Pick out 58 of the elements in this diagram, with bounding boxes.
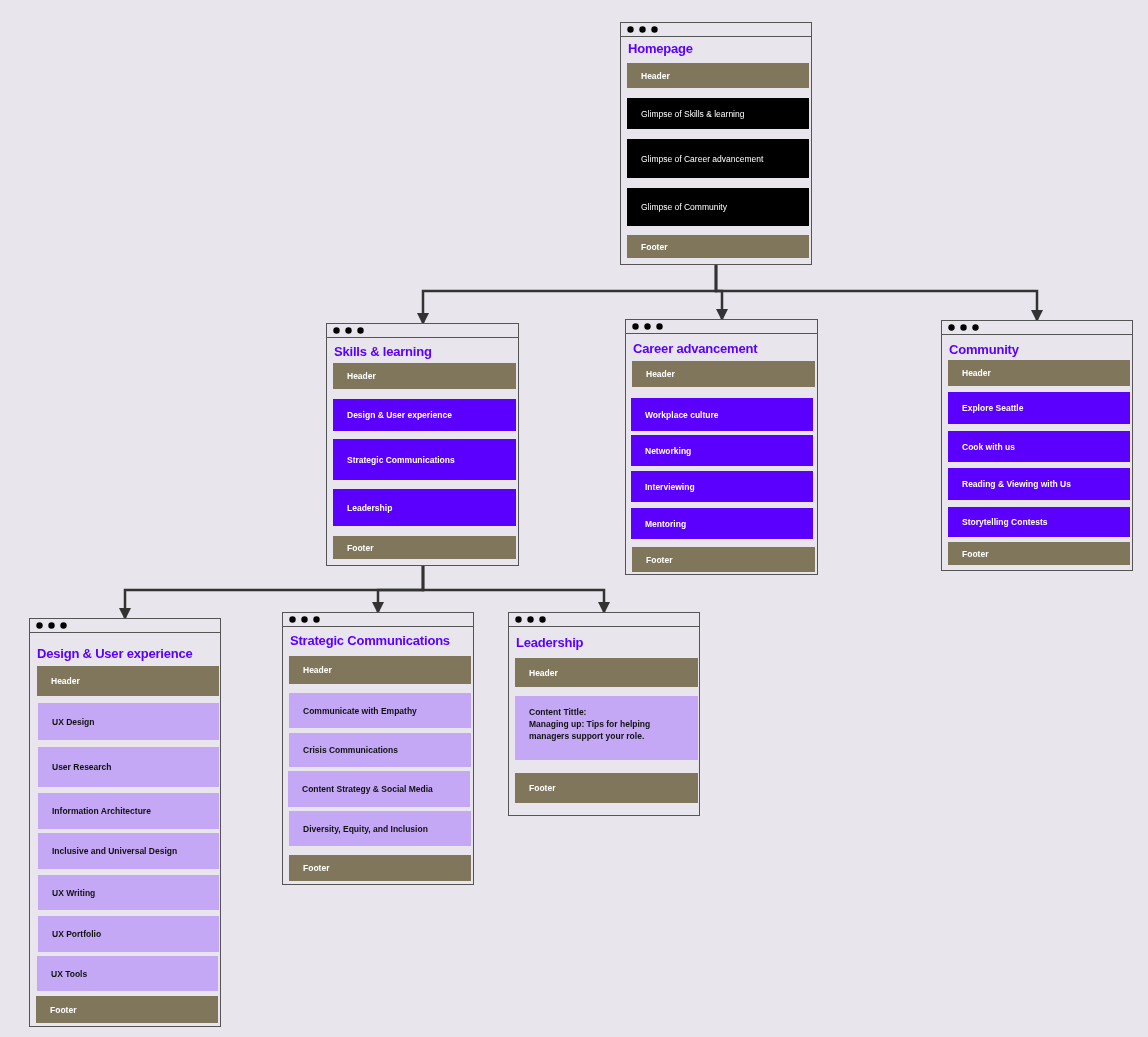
content-block: Diversity, Equity, and Inclusion (289, 811, 471, 846)
content-block: Content Strategy & Social Media (288, 771, 470, 807)
nav-link-block: Explore Seattle (948, 392, 1130, 424)
section-preview-block: Glimpse of Skills & learning (627, 98, 809, 129)
page-title: Strategic Communications (290, 633, 450, 648)
page-title: Homepage (628, 41, 693, 56)
browser-window (282, 612, 474, 885)
content-text: Managing up: Tips for helping managers support your role. (529, 718, 652, 742)
nav-link-block: Networking (631, 435, 813, 466)
content-block: Inclusive and Universal Design (38, 833, 219, 869)
content-block: UX Tools (37, 956, 218, 991)
footer-bar: Footer (948, 542, 1130, 565)
header-bar: Header (333, 363, 516, 389)
footer-bar: Footer (289, 855, 471, 881)
header-bar: Header (632, 361, 815, 387)
header-bar: Header (289, 656, 471, 684)
header-bar: Header (37, 666, 219, 696)
arrow (714, 265, 1043, 322)
browser-window (29, 618, 221, 1027)
header-bar: Header (627, 63, 809, 88)
browser-window (625, 319, 818, 575)
nav-link-block: Cook with us (948, 431, 1130, 462)
section-preview-block: Glimpse of Career advancement (627, 139, 809, 178)
nav-link-block: Strategic Communications (333, 439, 516, 480)
nav-link-block: Workplace culture (631, 398, 813, 431)
section-preview-block: Glimpse of Community (627, 188, 809, 226)
nav-link-block: Storytelling Contests (948, 507, 1130, 537)
content-block (515, 696, 698, 760)
content-block: User Research (38, 747, 219, 787)
nav-link-block: Interviewing (631, 471, 813, 502)
browser-window (326, 323, 519, 566)
content-block: Crisis Communications (289, 733, 471, 767)
content-block: Information Architecture (38, 793, 219, 829)
browser-window (941, 320, 1133, 571)
content-text: Content Tittle: (529, 706, 588, 718)
content-block: UX Writing (38, 875, 219, 910)
nav-link-block: Leadership (333, 489, 516, 526)
header-bar: Header (515, 658, 698, 687)
page-title: Skills & learning (334, 344, 432, 359)
nav-link-block: Mentoring (631, 508, 813, 539)
browser-window (508, 612, 700, 816)
footer-bar: Footer (333, 536, 516, 559)
page-title: Community (949, 342, 1019, 357)
header-bar: Header (948, 360, 1130, 386)
nav-link-block: Design & User experience (333, 399, 516, 431)
page-title: Leadership (516, 635, 584, 650)
browser-window (620, 22, 812, 265)
content-block: UX Design (38, 703, 219, 740)
page-title: Design & User experience (37, 646, 193, 661)
footer-bar: Footer (36, 996, 218, 1023)
nav-link-block: Reading & Viewing with Us (948, 468, 1130, 500)
content-block: Communicate with Empathy (289, 693, 471, 728)
content-block: UX Portfolio (38, 916, 219, 952)
footer-bar: Footer (515, 773, 698, 803)
arrow (421, 566, 610, 614)
page-title: Career advancement (633, 341, 758, 356)
footer-bar: Footer (632, 547, 815, 572)
footer-bar: Footer (627, 235, 809, 258)
